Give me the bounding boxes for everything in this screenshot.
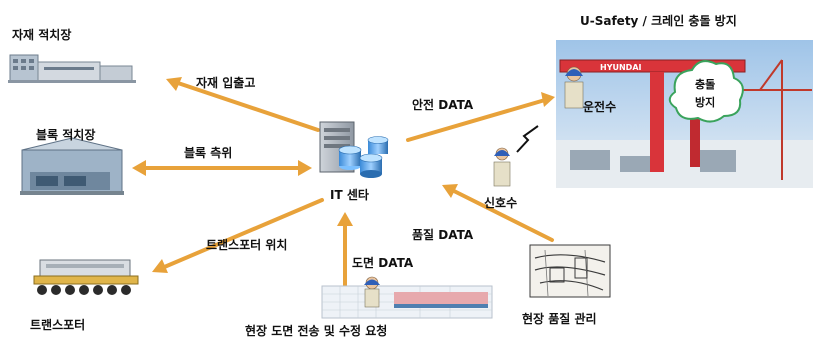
flow-safety-data: 안전 DATA: [412, 98, 474, 112]
arrowhead-block-yard: [132, 160, 146, 176]
arrowhead-quality-it: [442, 184, 458, 198]
quality-mgmt-icon: [529, 244, 611, 298]
arrow-transporter-position: [160, 198, 324, 270]
flow-block-position: 블록 측위: [184, 146, 233, 160]
transporter-icon: [33, 259, 139, 295]
arrowhead-block-it: [298, 160, 312, 176]
operator-label: 운전수: [583, 100, 617, 114]
block-yard-icon: [20, 137, 124, 195]
transporter-label: 트랜스포터: [30, 318, 86, 332]
it-center-label: IT 센타: [330, 188, 369, 202]
flow-quality-data: 품질 DATA: [412, 228, 474, 242]
material-yard-label: 자재 적치장: [12, 28, 72, 42]
arrowhead-material-yard: [166, 77, 182, 91]
arrowhead-drawing-it: [337, 212, 353, 226]
collision-label-1: 충돌: [695, 78, 716, 91]
block-yard-label: 블록 적치장: [36, 128, 96, 142]
signalman-label: 신호수: [484, 196, 518, 210]
arrow-quality-data: [450, 188, 554, 242]
arrow-safety-data: [406, 98, 547, 142]
crane-photo: [556, 40, 813, 188]
signalman-icon: [493, 125, 539, 187]
drawing-transfer-icon: [321, 276, 493, 319]
flow-drawing-data: 도면 DATA: [352, 256, 414, 270]
crane-ship-text: HYUNDAI: [600, 63, 642, 72]
it-center-icon: [319, 121, 389, 178]
u-safety-title: U-Safety / 크레인 충돌 방지: [580, 14, 737, 28]
drawing-transfer-label: 현장 도면 전송 및 수정 요청: [245, 324, 388, 338]
quality-mgmt-label: 현장 품질 관리: [522, 312, 597, 326]
flow-material-io: 자재 입출고: [196, 76, 256, 90]
arrows: [132, 77, 555, 287]
material-yard-icon: [8, 54, 136, 83]
arrow-material-io: [173, 80, 320, 132]
arrowhead-transporter: [152, 259, 168, 273]
collision-label-2: 방지: [695, 96, 716, 109]
flow-transporter-position: 트랜스포터 위치: [206, 238, 288, 252]
arrowhead-safety-crane: [541, 92, 555, 107]
